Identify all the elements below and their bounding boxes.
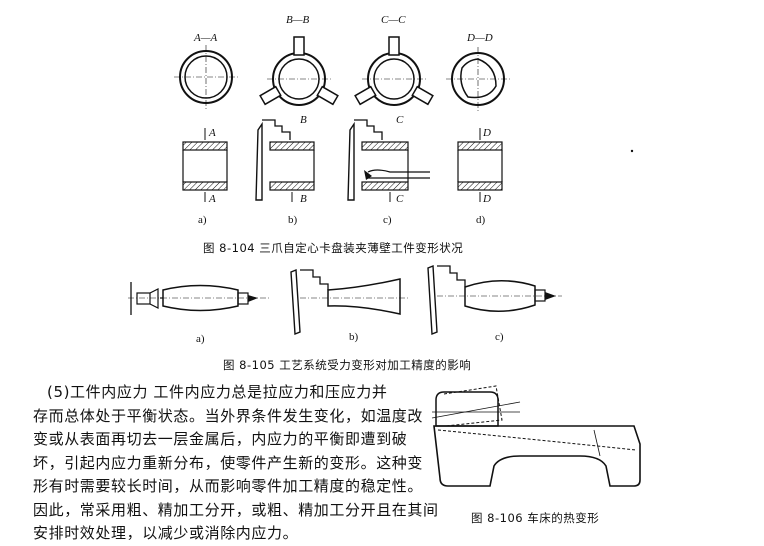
sub-label-a: a) <box>198 214 207 226</box>
section-label-a: A—A <box>194 32 218 44</box>
cut-mark-d-top: D <box>483 127 491 139</box>
sub-label-b: b) <box>288 214 298 226</box>
tube-view-d <box>457 128 503 202</box>
paragraph-line: 变或从表面再切去一层金属后，内应力的平衡即遭到破 <box>33 430 408 448</box>
ring-section-d <box>446 47 510 111</box>
ring-section-b <box>259 36 339 106</box>
paragraph-line: 坏，引起内应力重新分布，使零件产生新的变形。这种变 <box>33 453 424 472</box>
cut-mark-c-bottom: C <box>396 193 404 205</box>
paragraph-internal-stress: (5)工件内应力 工件内应力总是拉应力和压应力并 存而总体处于平衡状态。当外界条… <box>33 381 439 546</box>
section-label-b: B—B <box>286 14 310 26</box>
shaft-view-b <box>290 268 410 336</box>
fig105-sub-label-c: c) <box>495 331 504 343</box>
sub-label-d: d) <box>476 214 486 226</box>
section-label-c: C—C <box>381 14 406 26</box>
fig105-sub-label-b: b) <box>349 331 359 343</box>
cut-mark-c-top: C <box>396 114 404 126</box>
cut-mark-b-top: B <box>300 114 307 126</box>
tube-view-c <box>347 119 430 202</box>
paragraph-line: 因此，常采用粗、精加工分开，或粗、精加工分开且在其间 <box>33 500 439 519</box>
shaft-view-a <box>128 282 270 315</box>
section-label-d: D—D <box>467 32 493 44</box>
tube-view-b <box>255 119 315 202</box>
figure-8-104-caption: 图 8-104 三爪自定心卡盘装夹薄壁工件变形状况 <box>203 241 464 255</box>
tube-view-a <box>182 128 228 202</box>
lathe-bed-diagram <box>431 385 641 487</box>
fig105-sub-label-a: a) <box>196 333 205 345</box>
paragraph-line: 形有时需要较长时间，从而影响零件加工精度的稳定性。 <box>33 477 424 495</box>
shaft-view-c <box>427 264 562 336</box>
ring-section-c <box>354 36 434 106</box>
cut-mark-d-bottom: D <box>483 193 491 205</box>
paragraph-line: 安排时效处理，以减少或消除内应力。 <box>33 524 299 542</box>
paragraph-line: 存而总体处于平衡状态。当外界条件发生变化，如温度改 <box>33 406 424 425</box>
cut-mark-b-bottom: B <box>300 193 307 205</box>
ring-section-a <box>174 45 238 109</box>
cut-mark-a-top: A <box>209 127 216 139</box>
sub-label-c: c) <box>383 214 392 226</box>
figure-8-106-caption: 图 8-106 车床的热变形 <box>471 511 600 525</box>
paragraph-line: (5)工件内应力 工件内应力总是拉应力和压应力并 <box>47 383 388 401</box>
cut-mark-a-bottom: A <box>209 193 216 205</box>
figure-8-105-caption: 图 8-105 工艺系统受力变形对加工精度的影响 <box>223 358 472 372</box>
